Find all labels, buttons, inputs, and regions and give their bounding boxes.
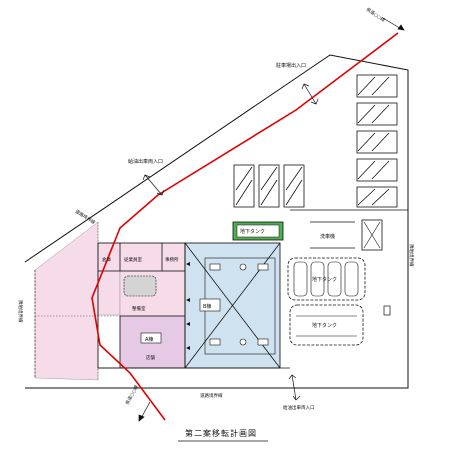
building-a-label-box [140, 332, 162, 344]
pink-rooms-row [97, 242, 186, 272]
arrow-head [288, 374, 297, 380]
road-direction-arrows [138, 17, 405, 422]
fuel-truck-entrance-lower-label: 給油出車両入口 [283, 404, 315, 411]
road-boundary-left-label: 道路境界線 [74, 208, 97, 226]
arrow-line [144, 174, 163, 196]
building-b-label: B棟 [203, 303, 211, 310]
arrow-marker [186, 322, 190, 326]
fuel-dispensers [199, 263, 269, 346]
road-arrow-ne-head [397, 24, 405, 31]
warehouse-label: 倉庫 [102, 256, 111, 263]
stall-diagonal [357, 132, 390, 152]
dispenser [257, 338, 269, 346]
boundary-east-label: 隣地境界線 [408, 244, 415, 267]
parking-stall [356, 186, 398, 208]
arrow-line [291, 374, 297, 401]
arrow-marker [186, 346, 190, 350]
arrow-head [142, 174, 151, 181]
underground-tank-2-label: 地下タンク [312, 322, 337, 329]
stall-diagonal [357, 188, 390, 206]
arrow-head [301, 83, 310, 90]
tank-2-inner [296, 315, 357, 337]
dispenser-nozzle [239, 338, 247, 346]
parking-stall [356, 102, 398, 126]
parking-stall [283, 164, 305, 208]
maintenance-room-label: 整備室 [132, 305, 146, 312]
prefectural-road-ne-label: 県道○○線 [365, 6, 387, 24]
stall-diagonal [357, 104, 390, 124]
stall-diagonal [357, 76, 390, 96]
stall-diagonal [260, 166, 278, 206]
property-outline [24, 54, 409, 389]
dispenser [209, 338, 221, 346]
arrow-head [310, 98, 319, 105]
tank-compartment [327, 261, 342, 297]
underground-tank-green-label: 地下タンク [240, 228, 265, 235]
dispenser-nozzle [239, 263, 247, 271]
underground-tank-green-inner [236, 224, 280, 238]
small-box-east [383, 305, 391, 316]
road-arrow-sw-head [138, 414, 145, 422]
parking-entrance-label: 駐車場出入口 [276, 62, 306, 69]
parking-stall [356, 130, 398, 154]
stall-diagonal [285, 166, 303, 206]
car-wash [310, 219, 383, 251]
building-b-label-box [199, 298, 221, 312]
car-wash-label: 洗車機 [320, 233, 335, 240]
staff-room-label: 従業員室 [124, 256, 142, 263]
arrow-line [303, 83, 317, 105]
stall-diagonal [357, 160, 390, 180]
car-wash-machine [361, 219, 383, 251]
building-b-outline [184, 242, 281, 369]
office-label: 事務所 [165, 256, 179, 263]
parking-stall [356, 158, 398, 182]
parking-stalls-east [356, 74, 398, 208]
car-wash-cross [363, 221, 381, 249]
boundary-west-label: 隣地境界線 [17, 300, 24, 323]
parking-stall [356, 74, 398, 98]
arrow-head [292, 395, 301, 401]
building-a-label: A棟 [145, 336, 153, 343]
parking-stalls-center [233, 164, 305, 208]
entry-arrows [186, 262, 190, 350]
arrow-marker [186, 298, 190, 302]
tank-compartment [310, 261, 325, 297]
red-route-line [91, 32, 399, 421]
prefectural-road-sw-label: 県道○○線 [124, 383, 140, 406]
underground-tank-2 [289, 304, 364, 346]
stall-diagonal [235, 166, 253, 206]
road-boundary-bottom-label: 道路境界線 [200, 392, 223, 399]
tank-1-inner [293, 261, 359, 297]
tank-compartment [293, 261, 308, 297]
underground-tank-1-label: 地下タンク [312, 276, 337, 283]
tank-compartment [344, 261, 359, 297]
arrow-head [156, 189, 165, 196]
dispenser [257, 263, 269, 271]
fuel-truck-entrance-upper-label: 給油出車両入口 [128, 158, 163, 165]
dispenser [209, 263, 221, 271]
store-label: 店舗 [146, 354, 155, 361]
arrow-marker [186, 262, 190, 266]
parking-stall [233, 164, 255, 208]
pink-west-zone [34, 221, 99, 381]
diagram-title: 第二案移転計画図 [185, 428, 257, 438]
road-arrows [142, 83, 319, 401]
parking-stall [258, 164, 280, 208]
maintenance-lift [123, 275, 157, 297]
